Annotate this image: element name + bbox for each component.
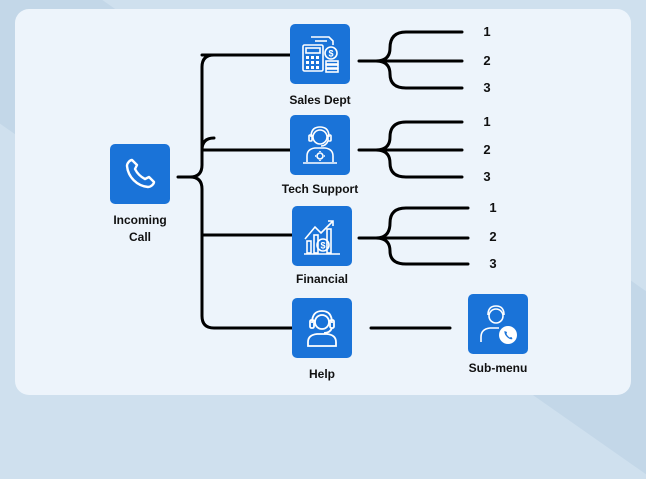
- financial-node[interactable]: $: [292, 206, 352, 266]
- support-agent-icon: [303, 126, 337, 164]
- incoming-call-label-line2: Call: [128, 230, 151, 244]
- calculator-accounting-icon: $: [302, 36, 339, 73]
- help-label: Help: [308, 367, 335, 381]
- tech-support-option-1[interactable]: 1: [483, 114, 491, 129]
- sub-menu-label: Sub-menu: [468, 361, 528, 375]
- sales-dept-label: Sales Dept: [289, 93, 351, 107]
- incoming-call-node[interactable]: [110, 144, 170, 204]
- sales-option-3[interactable]: 3: [483, 80, 491, 95]
- tech-support-option-2[interactable]: 2: [483, 142, 491, 157]
- financial-option-2[interactable]: 2: [489, 229, 497, 244]
- tech-support-option-3[interactable]: 3: [483, 169, 491, 184]
- financial-label: Financial: [295, 272, 348, 286]
- agent-call-icon: [480, 305, 517, 344]
- connector-lines: [176, 30, 470, 330]
- svg-text:$: $: [328, 49, 333, 59]
- sales-option-2[interactable]: 2: [483, 53, 491, 68]
- incoming-call-label-line1: Incoming: [113, 213, 167, 227]
- tech-support-label: Tech Support: [281, 182, 359, 196]
- sales-option-1[interactable]: 1: [483, 24, 491, 39]
- sales-dept-node[interactable]: $: [290, 24, 350, 84]
- financial-option-3[interactable]: 3: [489, 256, 497, 271]
- financial-option-1[interactable]: 1: [489, 200, 497, 215]
- phone-icon: [125, 158, 156, 189]
- sub-menu-node[interactable]: [468, 294, 528, 354]
- financial-growth-icon: $: [304, 220, 340, 255]
- headset-agent-icon: [307, 310, 337, 347]
- tech-support-node[interactable]: [290, 115, 350, 175]
- help-node[interactable]: [292, 298, 352, 358]
- svg-text:$: $: [320, 241, 325, 251]
- incoming-call-label: Incoming Call: [80, 212, 200, 246]
